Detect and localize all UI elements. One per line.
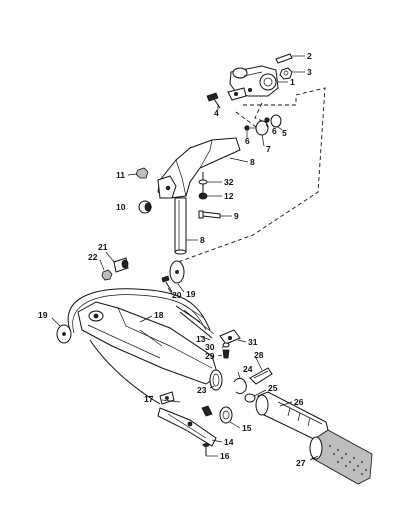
nut-11-part: [135, 167, 149, 179]
callout-31: 31: [248, 337, 258, 347]
callout-25: 25: [268, 383, 278, 393]
callout-16: 16: [220, 451, 230, 461]
callout-27: 27: [296, 458, 306, 468]
callout-6a: 6: [245, 136, 250, 146]
callout-13: 13: [196, 334, 206, 344]
pivot-shaft-part: [174, 197, 187, 255]
callout-15: 15: [242, 423, 252, 433]
callout-9: 9: [234, 211, 239, 221]
leader-lines: [51, 55, 319, 461]
linkage-14-part: [157, 405, 217, 447]
rings-23-24-parts: [209, 369, 247, 395]
top-bracket-assembly: [227, 65, 279, 101]
callout-3: 3: [307, 67, 312, 77]
pin-part: [275, 53, 293, 64]
callout-5: 5: [282, 128, 287, 138]
callout-24: 24: [243, 364, 253, 374]
callout-26: 26: [294, 397, 304, 407]
callout-8b: 8: [200, 235, 205, 245]
part-28-piece: [249, 367, 273, 385]
throttle-cable: [67, 288, 211, 405]
callout-28: 28: [254, 350, 264, 360]
callout-4: 4: [214, 108, 219, 118]
clamp-31-part: [219, 329, 241, 345]
callout-19b: 19: [186, 289, 196, 299]
callout-17: 17: [144, 394, 154, 404]
callout-1: 1: [290, 77, 295, 87]
steering-bracket-part: [157, 137, 241, 199]
stop-17-part: [159, 391, 175, 405]
callout-8a: 8: [250, 157, 255, 167]
callout-11: 11: [116, 170, 125, 180]
callout-labels: 2 3 1 4 5 6 6 7 8 11 32 12 10 9 8 21 22 …: [38, 51, 312, 468]
washer-19-upper: [169, 260, 185, 284]
callout-14: 14: [224, 437, 234, 447]
rod-13-part: [179, 309, 215, 339]
callout-12: 12: [224, 191, 234, 201]
washer-19-left: [56, 324, 72, 344]
screw-9-part: [198, 210, 221, 219]
bolt-12-part: [198, 172, 208, 200]
callout-32: 32: [224, 177, 234, 187]
fitting-21-22-parts: [101, 257, 129, 281]
callout-2: 2: [307, 51, 312, 61]
callout-18: 18: [154, 310, 164, 320]
callout-30: 30: [205, 342, 215, 352]
callout-22: 22: [88, 252, 98, 262]
screw-4-part: [206, 92, 221, 109]
bushing-15-part: [219, 406, 233, 424]
screw-16-part: [202, 443, 210, 456]
callout-10: 10: [116, 202, 126, 212]
nut-part: [279, 67, 293, 80]
rubber-grip-27-part: [309, 429, 373, 485]
callout-20: 20: [172, 290, 182, 300]
callout-19a: 19: [38, 310, 48, 320]
screw-20-part: [161, 275, 173, 293]
callout-7: 7: [266, 144, 271, 154]
throttle-grip-26-part: [255, 391, 331, 443]
ring-25-part: [244, 393, 256, 403]
callout-6b: 6: [272, 126, 277, 136]
callout-23: 23: [197, 385, 207, 395]
callout-21: 21: [98, 242, 108, 252]
callout-29: 29: [205, 351, 215, 361]
screw-29-30-parts: [222, 342, 230, 359]
